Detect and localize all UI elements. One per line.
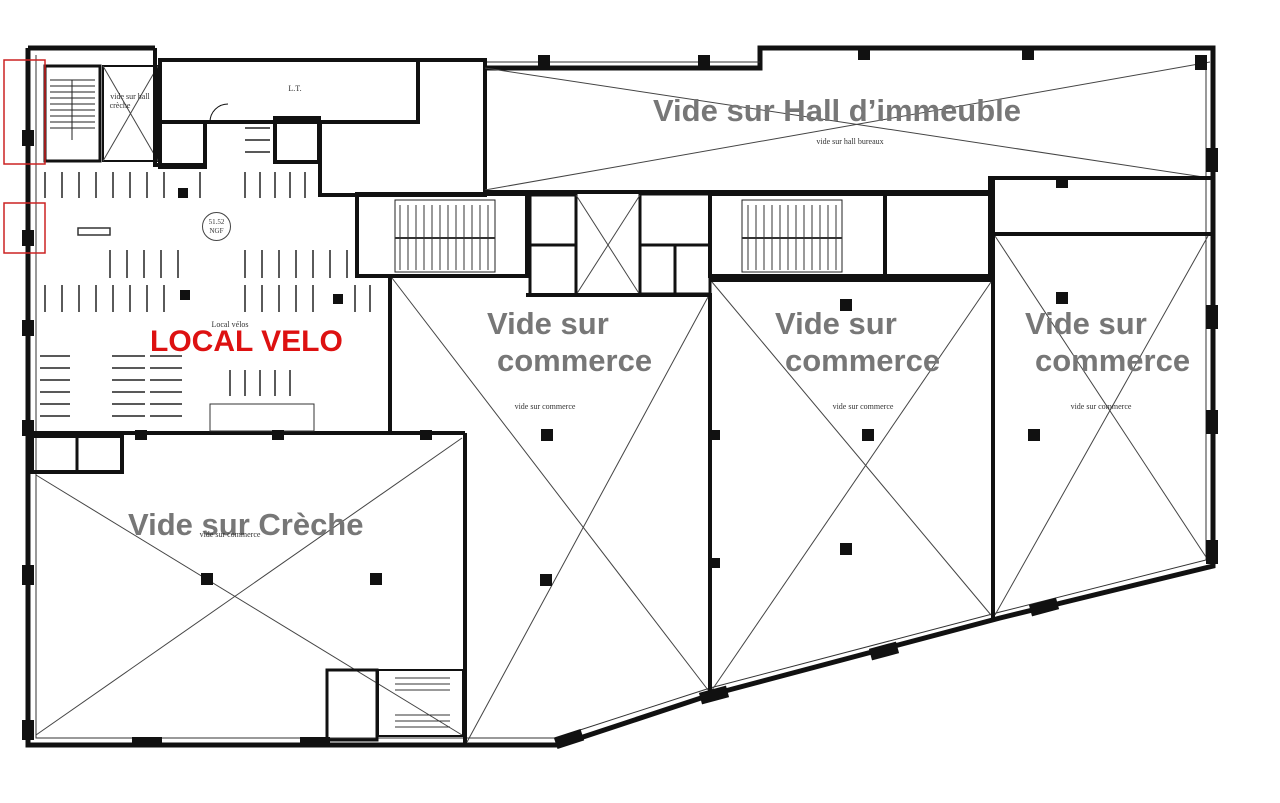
commerce-2-title-line1: Vide sur <box>775 306 897 341</box>
bike-racks <box>40 127 371 432</box>
level-badge-value: 51.52 <box>208 218 225 226</box>
stair-top-left <box>43 64 159 163</box>
commerce-1-note: vide sur commerce <box>514 402 576 411</box>
columns <box>22 48 1218 750</box>
creche-area <box>30 431 464 742</box>
creche-small-note-2: crèche <box>109 101 131 110</box>
lt-block <box>153 48 487 197</box>
stair-core-1 <box>355 192 578 297</box>
lt-note: L.T. <box>288 84 302 93</box>
bike-row-horizontal <box>40 127 270 417</box>
commerce-2-title-line2: commerce <box>785 343 941 378</box>
local-velo-note: Local vélos <box>211 320 249 329</box>
creche-small-note-1: vide sur hall <box>110 92 150 101</box>
commerce-2-note: vide sur commerce <box>832 402 894 411</box>
bike-row-4 <box>229 370 291 396</box>
bike-row-1 <box>44 172 306 198</box>
commerce-1-title-line1: Vide sur <box>487 306 609 341</box>
commerce-1-title-line2: commerce <box>497 343 653 378</box>
stair-core-2 <box>638 192 992 296</box>
level-badge-unit: NGF <box>209 227 224 235</box>
level-badge: 51.52 NGF <box>202 212 231 241</box>
outer-walls <box>25 45 1216 748</box>
bike-row-2 <box>109 250 348 278</box>
hall-note: vide sur hall bureaux <box>816 137 884 146</box>
commerce-3-note: vide sur commerce <box>1070 402 1132 411</box>
commerce-walls <box>388 234 995 745</box>
red-highlight-frames <box>3 59 46 254</box>
commerce-3-title-line1: Vide sur <box>1025 306 1147 341</box>
local-velo-title: LOCAL VELO <box>150 325 343 358</box>
right-upper-block <box>991 176 1215 236</box>
creche-title: Vide sur Crèche <box>128 507 364 542</box>
commerce-3-title-line2: commerce <box>1035 343 1191 378</box>
hall-title: Vide sur Hall d’immeuble <box>652 93 1022 128</box>
outer-thin-lines <box>35 55 1207 739</box>
creche-note: vide sur commerce <box>199 530 261 539</box>
commerce-diagonals <box>391 235 1209 743</box>
bike-row-3 <box>44 285 371 312</box>
